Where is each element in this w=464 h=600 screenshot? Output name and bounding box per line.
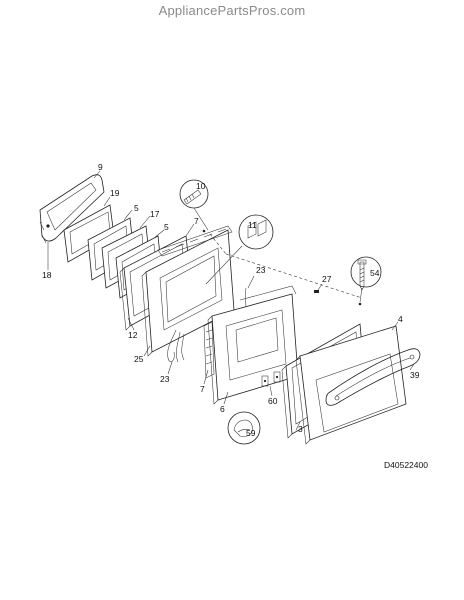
part-7-gasket-upper[interactable] <box>157 225 233 257</box>
callout-59-knob[interactable] <box>227 411 261 445</box>
drawing-id: D40522400 <box>384 460 428 470</box>
label-part-9: 9 <box>98 162 103 172</box>
callout-11-clip[interactable] <box>205 214 274 285</box>
label-part-7-upper: 7 <box>194 216 199 226</box>
label-part-60: 60 <box>268 396 278 406</box>
part-6-outer-frame[interactable] <box>207 285 299 405</box>
label-part-12: 12 <box>128 330 138 340</box>
label-part-5-upper: 5 <box>134 203 139 213</box>
part-60-brackets[interactable] <box>261 371 281 387</box>
watermark: AppliancePartsPros.com <box>158 3 306 18</box>
label-part-23-upper: 23 <box>256 265 266 275</box>
part-27-pin[interactable] <box>209 233 363 299</box>
label-part-18: 18 <box>42 270 52 280</box>
label-part-59: 59 <box>246 428 256 438</box>
label-part-54: 54 <box>370 268 380 278</box>
callout-10-screw[interactable] <box>179 179 209 231</box>
part-23-harness[interactable] <box>167 287 247 363</box>
part-39-door-handle[interactable] <box>325 348 421 406</box>
label-part-3: 3 <box>298 424 303 434</box>
label-part-27: 27 <box>322 274 332 284</box>
label-part-7-lower: 7 <box>200 384 205 394</box>
label-part-5-lower: 5 <box>164 222 169 232</box>
label-part-11: 11 <box>248 220 257 230</box>
label-part-23-lower: 23 <box>160 374 170 384</box>
label-part-25: 25 <box>134 354 144 364</box>
label-part-17: 17 <box>150 209 160 219</box>
label-part-39: 39 <box>410 370 420 380</box>
part-9-door-liner[interactable] <box>39 174 105 244</box>
label-part-10: 10 <box>196 181 206 191</box>
callout-54-screw[interactable] <box>350 256 382 306</box>
label-part-4: 4 <box>398 314 403 324</box>
part-4-outer-door-panel[interactable] <box>295 325 407 445</box>
label-part-19: 19 <box>110 188 120 198</box>
leader-lines <box>47 170 415 431</box>
label-part-6: 6 <box>220 404 225 414</box>
